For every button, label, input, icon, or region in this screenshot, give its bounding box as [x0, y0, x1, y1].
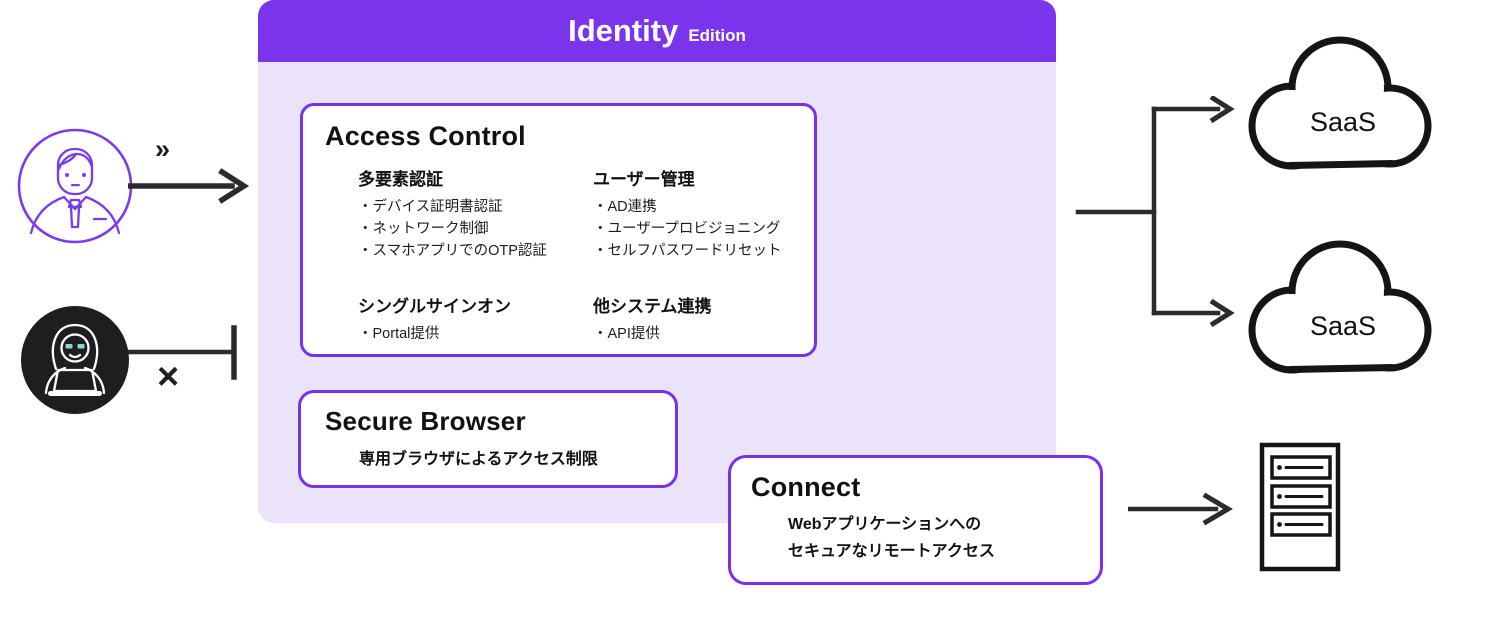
section-heading: シングルサインオン [358, 297, 511, 316]
feature-item: ・API提供 [593, 326, 660, 342]
access-control-box: Access Control 多要素認証 ・デバイス証明書認証 ・ネットワーク制… [300, 103, 817, 357]
saas-cloud-top: SaaS [1248, 36, 1432, 170]
business-user-icon [17, 128, 133, 244]
feature-item: ・デバイス証明書認証 [358, 199, 503, 215]
panel-title: Identity [568, 13, 679, 48]
connect-box: Connect Webアプリケーションへの セキュアなリモートアクセス [728, 455, 1103, 585]
saas-cloud-bottom: SaaS [1248, 240, 1432, 374]
feature-section-integration: 他システム連携 ・API提供 [593, 292, 804, 345]
branch-connector [1075, 96, 1235, 328]
feature-item: ・スマホアプリでのOTP認証 [358, 243, 547, 259]
secure-browser-description: 専用ブラウザによるアクセス制限 [359, 451, 598, 468]
section-heading: 他システム連携 [593, 297, 712, 316]
secure-browser-title: Secure Browser [325, 406, 526, 436]
feature-item: ・AD連携 [593, 199, 657, 215]
feature-section-user-management: ユーザー管理 ・AD連携 ・ユーザープロビジョニング ・セルフパスワードリセット [593, 165, 804, 262]
connect-description: Webアプリケーションへの セキュアなリモートアクセス [731, 503, 1100, 565]
connect-title: Connect [751, 472, 861, 502]
server-arrow-icon [1128, 492, 1233, 526]
access-control-title: Access Control [325, 121, 526, 151]
feature-item: ・ネットワーク制御 [358, 221, 489, 237]
hacker-icon [21, 306, 129, 414]
feature-section-mfa: 多要素認証 ・デバイス証明書認証 ・ネットワーク制御 ・スマホアプリでのOTP認… [358, 165, 593, 262]
saas-bottom-label: SaaS [1310, 311, 1376, 341]
feature-item: ・ユーザープロビジョニング [593, 221, 781, 237]
feature-section-sso: シングルサインオン ・Portal提供 [358, 292, 593, 345]
secure-browser-box: Secure Browser 専用ブラウザによるアクセス制限 [298, 390, 678, 488]
panel-header: Identity Edition [258, 0, 1056, 62]
connect-description-line: Webアプリケーションへの [788, 516, 982, 533]
section-heading: 多要素認証 [358, 170, 443, 189]
access-control-feature-grid: 多要素認証 ・デバイス証明書認証 ・ネットワーク制御 ・スマホアプリでのOTP認… [303, 152, 814, 345]
connect-description-line: セキュアなリモートアクセス [788, 543, 995, 560]
block-cross-marker: × [157, 356, 180, 398]
blocked-connector-icon [128, 325, 237, 380]
feature-item: ・Portal提供 [358, 326, 440, 342]
section-heading: ユーザー管理 [593, 170, 695, 189]
saas-top-label: SaaS [1310, 107, 1376, 137]
server-icon [1259, 442, 1341, 572]
allowed-arrow-icon [128, 168, 250, 204]
fast-forward-marker: » [155, 134, 170, 164]
feature-item: ・セルフパスワードリセット [593, 243, 782, 259]
panel-subtitle: Edition [688, 26, 746, 45]
identity-edition-panel: Identity Edition Access Control 多要素認証 ・デ… [258, 0, 1056, 523]
